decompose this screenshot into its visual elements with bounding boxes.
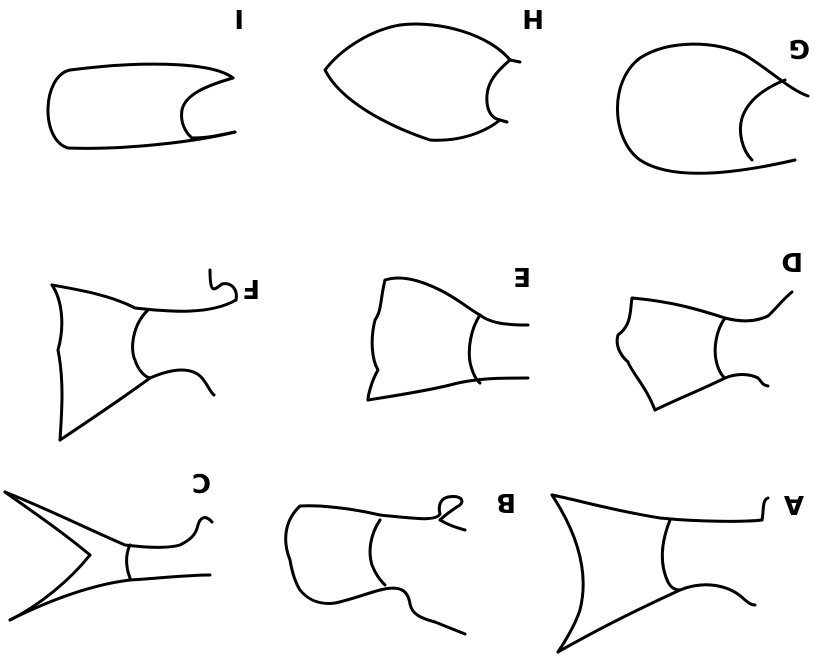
fin-outline-c (5, 492, 212, 547)
panel-label-a: A (784, 489, 804, 519)
panel-b: B (286, 487, 516, 634)
fin-base-curve-g (740, 80, 785, 160)
fin-lower-edge-e (368, 378, 528, 400)
panel-d: D (617, 246, 803, 410)
panel-e: E (368, 261, 531, 400)
panel-g: G (617, 33, 810, 173)
fin-lower-edge-f (60, 370, 214, 440)
fin-base-curve-a (662, 520, 680, 590)
fin-hook-upper-f (210, 270, 236, 300)
fin-base-curve-h (487, 60, 510, 120)
fin-outline-h (325, 24, 510, 140)
panel-label-b: B (496, 487, 516, 517)
panel-c: C (5, 467, 212, 620)
fin-stem-lower-h (500, 120, 507, 122)
fin-outline-g (617, 44, 808, 173)
fin-stem-h (510, 60, 520, 62)
fin-base-curve-c (127, 545, 130, 578)
panel-label-e: E (513, 261, 531, 291)
fin-base-curve-d (715, 318, 725, 378)
panel-label-d: D (781, 246, 803, 276)
panel-label-c: C (192, 467, 211, 497)
panel-label-g: G (789, 33, 810, 63)
panel-a: A (552, 489, 804, 652)
fin-base-curve-f (133, 310, 150, 378)
fin-lower-edge-a (558, 585, 755, 652)
fin-leading-edge-a (552, 495, 583, 652)
fin-outline-b (286, 497, 465, 634)
fin-hook-a (762, 498, 768, 520)
fin-tip-b (440, 520, 465, 530)
panel-label-i: I (234, 3, 244, 33)
panel-label-h: H (522, 3, 544, 33)
fin-fork-lower-c (10, 555, 90, 620)
fin-outline-a (552, 495, 762, 521)
fin-lower-edge-d (655, 375, 768, 410)
fin-outline-f (52, 285, 236, 311)
panel-f: F (52, 270, 260, 440)
panel-h: H (325, 3, 544, 140)
fin-outline-d (617, 292, 792, 410)
fin-back-edge-f (52, 285, 62, 440)
fin-base-curve-e (469, 315, 480, 383)
fin-lower-edge-c (10, 575, 210, 620)
fin-base-curve-i (182, 78, 235, 138)
fin-base-curve-b (370, 520, 385, 585)
panel-i: I (48, 3, 244, 148)
fin-outline-e (368, 278, 528, 400)
panel-label-f: F (242, 273, 260, 303)
